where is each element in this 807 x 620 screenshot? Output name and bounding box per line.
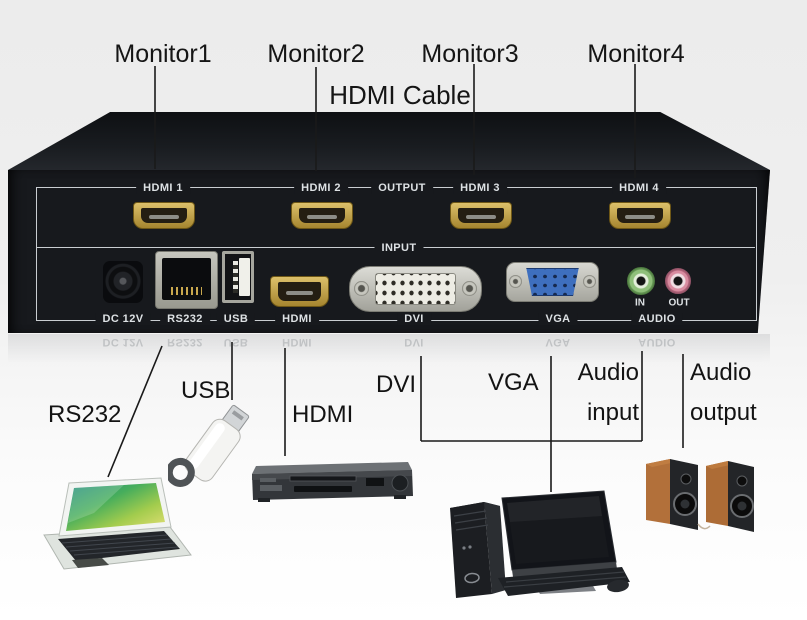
speakers-image bbox=[646, 459, 754, 532]
audio-input-annotation: Audio input bbox=[563, 361, 639, 441]
audio-input-line2: input bbox=[586, 399, 639, 426]
hdmi2-port-label: HDMI 2 bbox=[294, 182, 348, 194]
output-section-label: OUTPUT bbox=[371, 182, 433, 194]
audio-out-jack-label: OUT bbox=[668, 297, 690, 309]
audio-output-line2: output bbox=[690, 399, 757, 426]
device-rear-panel: HDMI 1 HDMI 2 OUTPUT HDMI 3 HDMI 4 INPUT… bbox=[8, 170, 770, 333]
hdmi1-port-label: HDMI 1 bbox=[136, 182, 190, 194]
hdmi-input-port bbox=[270, 276, 329, 307]
usb-drive-image bbox=[168, 404, 250, 487]
hdmi-annotation: HDMI bbox=[292, 401, 354, 428]
dvi-port bbox=[349, 266, 482, 312]
dvi-annotation: DVI bbox=[376, 371, 417, 398]
monitor3-label: Monitor3 bbox=[421, 40, 519, 68]
rs232-annotation: RS232 bbox=[48, 401, 122, 428]
usb-panel-label: USB bbox=[216, 313, 256, 325]
usb-annotation: USB bbox=[181, 377, 231, 404]
rs232-panel-label: RS232 bbox=[160, 313, 210, 325]
audio-in-jack bbox=[627, 267, 655, 295]
dvd-player-image bbox=[252, 462, 413, 502]
rs232-leader-line bbox=[107, 345, 163, 478]
device-reflection: DC 12V RS232 USB HDMI DVI VGA AUDIO bbox=[8, 334, 770, 364]
desktop-computer-image bbox=[450, 490, 630, 598]
audio-output-line1: Audio bbox=[690, 359, 752, 386]
hdmi-cable-label: HDMI Cable bbox=[329, 80, 471, 110]
monitor4-label: Monitor4 bbox=[587, 40, 685, 68]
dc-power-jack bbox=[103, 261, 143, 303]
laptop-image bbox=[43, 477, 192, 570]
device-top-face bbox=[8, 112, 770, 170]
monitor2-label: Monitor2 bbox=[267, 40, 365, 68]
hdmi-panel-label: HDMI bbox=[275, 313, 319, 325]
audio-panel-label: AUDIO bbox=[631, 313, 683, 325]
input-section-label: INPUT bbox=[374, 242, 424, 254]
monitor1-label: Monitor1 bbox=[114, 40, 212, 68]
dvi-panel-label: DVI bbox=[397, 313, 431, 325]
hdmi-output-port-1 bbox=[133, 202, 195, 229]
hdmi-output-port-3 bbox=[450, 202, 512, 229]
hdmi4-port-label: HDMI 4 bbox=[612, 182, 666, 194]
hdmi-output-port-4 bbox=[609, 202, 671, 229]
audio-in-jack-label: IN bbox=[635, 297, 645, 309]
audio-output-annotation: Audio output bbox=[690, 361, 757, 441]
audio-input-line1: Audio bbox=[577, 359, 639, 386]
vga-panel-label: VGA bbox=[538, 313, 578, 325]
hdmi-output-port-2 bbox=[291, 202, 353, 229]
rs232-rj45-port bbox=[155, 251, 218, 309]
vga-annotation: VGA bbox=[488, 369, 539, 396]
vga-port bbox=[506, 262, 599, 302]
usb-port bbox=[222, 251, 254, 303]
hdmi3-port-label: HDMI 3 bbox=[453, 182, 507, 194]
audio-out-jack bbox=[665, 268, 691, 294]
dc12v-panel-label: DC 12V bbox=[95, 313, 151, 325]
